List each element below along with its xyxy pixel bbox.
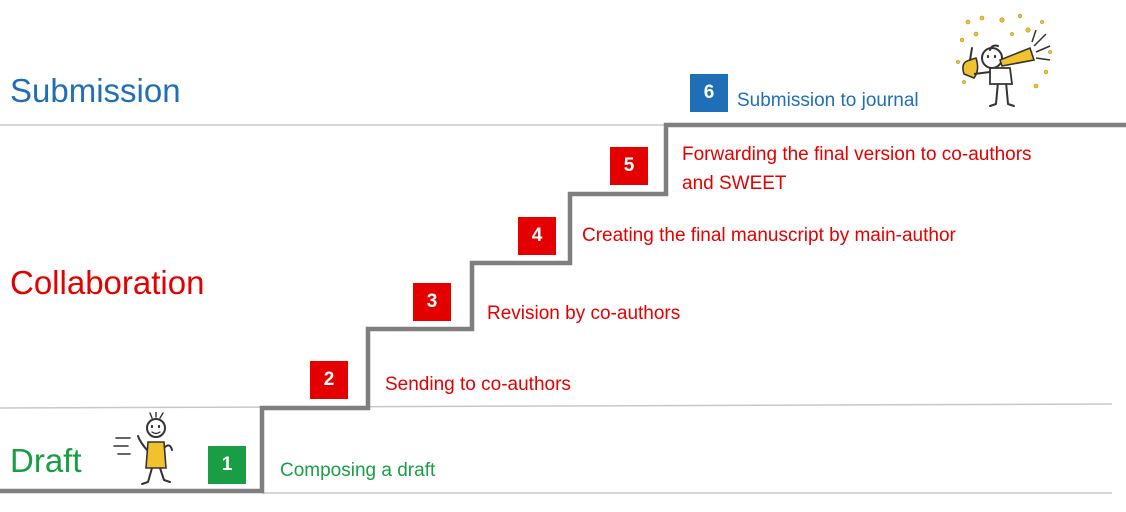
running-stick-figure-icon <box>113 412 173 485</box>
phase-draft: Draft <box>10 442 82 479</box>
phase-submission: Submission <box>10 72 181 109</box>
step-5-label-line2: and SWEET <box>682 173 787 194</box>
step-4-label: Creating the final manuscript by main-au… <box>582 225 956 246</box>
step-5-label-line1: Forwarding the final version to co-autho… <box>682 144 1032 165</box>
step-1-badge: 1 <box>208 446 246 484</box>
step-5-badge: 5 <box>610 147 648 185</box>
step-4-badge: 4 <box>518 217 556 255</box>
step-3-badge: 3 <box>413 283 451 321</box>
step-3-label: Revision by co-authors <box>487 303 681 324</box>
celebrating-stick-figure-with-horn-icon <box>956 13 1052 107</box>
step-1-label: Composing a draft <box>280 460 436 481</box>
step-6-badge: 6 <box>690 74 728 112</box>
phase-collaboration: Collaboration <box>10 264 205 301</box>
step-2-badge: 2 <box>310 361 348 399</box>
step-2-label: Sending to co-authors <box>385 374 571 395</box>
divider-collaboration <box>0 403 1113 409</box>
step-6-label: Submission to journal <box>737 90 919 111</box>
staircase-line <box>0 122 1126 494</box>
